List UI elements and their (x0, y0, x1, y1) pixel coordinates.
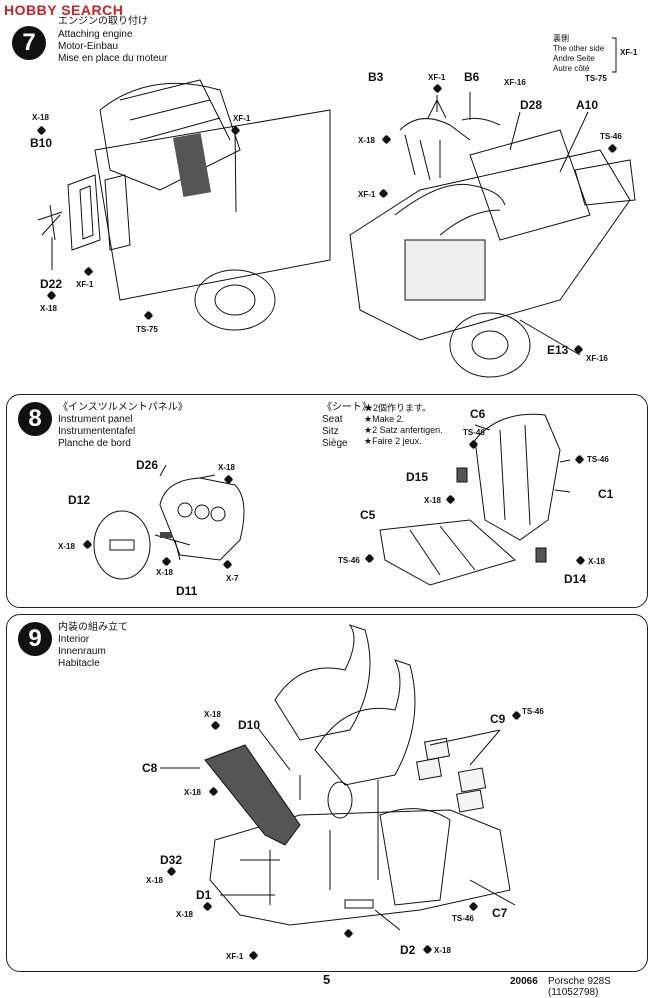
part-D1: D1 (196, 888, 212, 902)
paint-X-7: X-7 (226, 574, 239, 583)
paint-XF-16: XF-16 (586, 354, 608, 363)
paint-X-18: X-18 (434, 946, 451, 955)
step9-title-fr: Habitacle (58, 658, 100, 669)
paint-XF-1: XF-1 (358, 190, 376, 199)
paint-X-18: X-18 (176, 910, 193, 919)
part-D12: D12 (68, 493, 91, 507)
watermark-text: HOBBY SEARCH (4, 2, 124, 18)
paint-X-18: X-18 (424, 496, 441, 505)
paint-XF-1: XF-1 (233, 114, 251, 123)
other-side-jp: 裏側 (553, 34, 569, 43)
other-side-paint: XF-1 (620, 48, 638, 57)
interior-illustration (160, 624, 516, 931)
paint-X-18: X-18 (146, 876, 163, 885)
part-D11: D11 (176, 584, 198, 598)
paint-X-18: X-18 (40, 304, 57, 313)
paint-TS-46: TS-46 (463, 428, 485, 437)
part-D26: D26 (136, 458, 159, 472)
part-C8: C8 (142, 761, 158, 775)
part-B10: B10 (30, 136, 53, 150)
part-D14: D14 (564, 572, 587, 586)
step9-number: 9 (18, 622, 52, 656)
step7-title-jp: エンジンの取り付け (58, 16, 148, 27)
footer-model: Porsche 928S (11052798) (548, 976, 611, 998)
paint-TS-46: TS-46 (452, 914, 474, 923)
paint-X-18: X-18 (58, 542, 75, 551)
paint-X-18: X-18 (204, 710, 221, 719)
step7-title-en: Attaching engine (58, 29, 133, 40)
part-B6: B6 (464, 70, 480, 84)
seat-illustration (379, 413, 571, 586)
paint-X-18: X-18 (32, 113, 49, 122)
left-chassis-illustration (37, 79, 331, 331)
paint-X-18: X-18 (218, 463, 235, 472)
seat-note-jp: ★2個作ります。 (364, 403, 432, 413)
paint-X-18: X-18 (588, 557, 605, 566)
step7-title-de: Motor-Einbau (58, 41, 119, 52)
part-D15: D15 (406, 470, 429, 484)
part-B3: B3 (368, 70, 384, 84)
step8-panel (6, 394, 648, 608)
part-E13: E13 (547, 343, 569, 357)
paint-TS-46: TS-46 (338, 556, 360, 565)
part-C1: C1 (598, 487, 614, 501)
part-D32: D32 (160, 853, 183, 867)
part-C5: C5 (360, 508, 376, 522)
part-D2: D2 (400, 943, 416, 957)
paint-TS-75: TS-75 (585, 74, 607, 83)
page-number: 5 (323, 972, 331, 987)
step8-panel-title-jp: 《インスツルメントパネル》 (58, 402, 188, 413)
paint-XF-16: XF-16 (504, 78, 526, 87)
paint-X-18: X-18 (358, 136, 375, 145)
paint-X-18: X-18 (156, 568, 173, 577)
step8-panel-title-de: Instrumententafel (58, 426, 136, 437)
part-D10: D10 (238, 718, 261, 732)
footer-code: 20066 (510, 976, 538, 987)
paint-XF-1: XF-1 (76, 280, 94, 289)
part-C9: C9 (490, 712, 506, 726)
paint-X-18: X-18 (184, 788, 201, 797)
part-D28: D28 (520, 98, 543, 112)
seat-note-de: ★2 Satz anfertigen. (364, 425, 443, 435)
paint-TS-75: TS-75 (136, 325, 158, 334)
other-side-de: Andre Seite (553, 54, 595, 63)
step9-title-jp: 内装の組み立て (58, 622, 128, 633)
other-side-en: The other side (553, 44, 605, 53)
paint-TS-46: TS-46 (587, 455, 609, 464)
other-side-fr: Autre côté (553, 64, 590, 73)
part-D22: D22 (40, 277, 63, 291)
seat-note-en: ★Make 2. (364, 414, 405, 424)
step8-seat-title-en: Seat (322, 414, 343, 425)
paint-TS-46: TS-46 (600, 132, 622, 141)
paint-XF-1: XF-1 (226, 952, 244, 961)
part-C7: C7 (492, 906, 508, 920)
step9-title-en: Interior (58, 634, 90, 645)
part-A10: A10 (576, 98, 599, 112)
part-C6: C6 (470, 407, 486, 421)
paint-XF-1: XF-1 (428, 73, 446, 82)
step9-panel (6, 614, 648, 972)
step8-seat-title-jp: 《シート》 (322, 402, 372, 413)
step8-panel-title-en: Instrument panel (58, 414, 133, 425)
step8-number: 8 (18, 402, 52, 436)
step8-seat-title-fr: Siège (322, 438, 348, 449)
step9-title-de: Innenraum (58, 646, 106, 657)
seat-note-fr: ★Faire 2 jeux. (364, 436, 422, 446)
instrument-panel-illustration (93, 464, 245, 580)
right-chassis-illustration (349, 92, 636, 378)
step8-panel-title-fr: Planche de bord (58, 438, 131, 449)
step7-number: 7 (12, 26, 46, 60)
step7-title-fr: Mise en place du moteur (58, 53, 168, 64)
paint-TS-46: TS-46 (522, 707, 544, 716)
step8-seat-title-de: Sitz (322, 426, 339, 437)
